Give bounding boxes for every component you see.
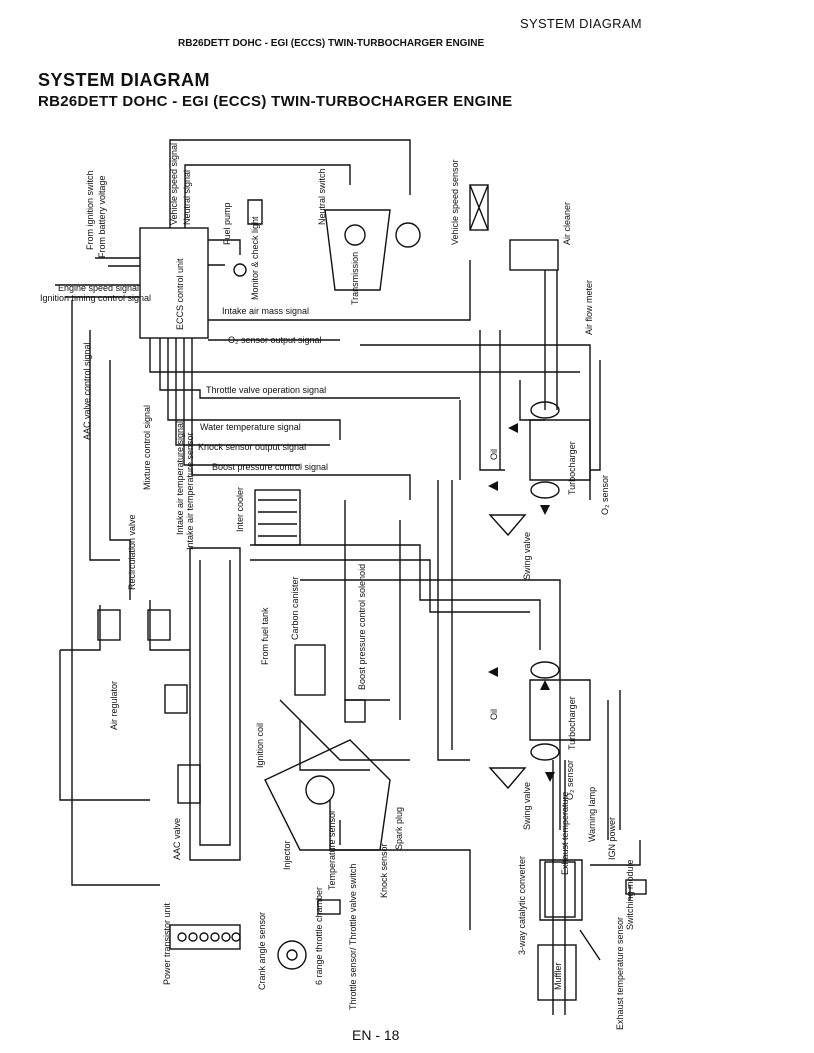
catalytic-converter-box — [544, 861, 576, 918]
label-vehicle-speed-sensor: Vehicle speed sensor — [450, 159, 460, 245]
label-intake-air-temperature-signal: Intake air temperature signal — [175, 421, 185, 535]
muffler-box — [537, 944, 577, 1001]
label-ignition-coil: Ignition coil — [255, 723, 265, 768]
label-engine-speed-signal: Engine speed signal — [58, 283, 139, 293]
label-inter-cooler: Inter cooler — [235, 487, 245, 532]
label-boost-pressure-control-signal: Boost pressure control signal — [212, 462, 328, 472]
recirculation-valve-right — [147, 609, 171, 641]
label-warning-lamp: Warning lamp — [587, 787, 597, 842]
label-muffler: Muffler — [553, 963, 563, 990]
label-neutral-signal: Neutral signal — [182, 170, 192, 225]
label-from-ignition-switch: From ignition switch — [85, 170, 95, 250]
switching-module-box — [625, 879, 647, 895]
throttle-chamber-symbol — [317, 899, 341, 915]
label-spark-plug: Spark plug — [394, 807, 404, 850]
label-exhaust-temperature: Exhaust temperature — [560, 791, 570, 875]
label-transmission: Transmission — [350, 252, 360, 305]
neutral-switch-symbol — [344, 224, 366, 246]
label-aac-valve: AAC valve — [172, 818, 182, 860]
label-aac-valve-control-signal: AAC valve control signal — [82, 342, 92, 440]
label-vehicle-speed-signal: Vehicle speed signal — [169, 143, 179, 225]
eccs-control-unit-box — [139, 227, 209, 339]
page-subtitle: RB26DETT DOHC - EGI (ECCS) TWIN-TURBOCHA… — [178, 38, 485, 49]
components — [97, 184, 647, 1001]
crank-angle-sensor-symbol — [277, 940, 307, 970]
label-air-regulator: Air regulator — [109, 681, 119, 730]
label-intake-air-temperature-sensor: Intake air temperature sensor — [185, 432, 195, 550]
flow-arrows — [488, 423, 555, 782]
engine-block-shape — [264, 739, 391, 851]
label-recirculation-valve: Recirculation valve — [127, 514, 137, 590]
label-swing-valve-lower: Swing valve — [522, 782, 532, 830]
recirculation-valve-left — [97, 609, 121, 641]
label-ignition-timing-control-signal: Ignition timing control signal — [40, 293, 151, 303]
label-mixture-control-signal: Mixture control signal — [142, 405, 152, 490]
air-flow-meter-box — [509, 239, 559, 271]
label-carbon-canister: Carbon canister — [290, 576, 300, 640]
boost-solenoid-symbol — [344, 699, 366, 723]
label-from-battery-voltage: From battery voltage — [97, 175, 107, 258]
label-swing-valve-upper: Swing valve — [522, 532, 532, 580]
label-throttle-valve-operation-signal: Throttle valve operation signal — [206, 385, 326, 395]
label-knock-sensor-output-signal: Knock sensor output signal — [198, 442, 306, 452]
label-turbocharger-lower: Turbocharger — [567, 696, 577, 750]
section-header: SYSTEM DIAGRAM — [520, 16, 642, 31]
label-ign-power: IGN power — [607, 817, 617, 860]
page-number: EN - 18 — [352, 1027, 400, 1043]
label-power-transistor-unit: Power transistor unit — [162, 902, 172, 985]
upper-swing-valve — [488, 514, 527, 537]
label-o2-sensor-output-signal: O₂ sensor output signal — [228, 335, 322, 345]
monitor-lamp-symbol — [233, 263, 247, 277]
label-throttle-sensor-switch: Throttle sensor/ Throttle valve switch — [348, 864, 358, 1010]
label-air-flow-meter: Air flow meter — [584, 280, 594, 335]
label-water-temperature-signal: Water temperature signal — [200, 422, 301, 432]
label-switching-module: Switching module — [625, 859, 635, 930]
diagram-labels: From ignition switch From battery voltag… — [40, 143, 635, 1030]
lower-swing-valve — [488, 767, 527, 790]
label-exhaust-temperature-sensor: Exhaust temperature sensor — [615, 917, 625, 1030]
label-turbocharger-upper: Turbocharger — [567, 441, 577, 495]
label-boost-pressure-control-solenoid: Boost pressure control solenoid — [357, 564, 367, 690]
label-neutral-switch: Neutral switch — [317, 168, 327, 225]
air-cleaner-box — [469, 184, 489, 231]
label-knock-sensor: Knock sensor — [379, 843, 389, 898]
label-3-way-catalytic-converter: 3-way catalytic converter — [517, 856, 527, 955]
label-oil-lower: Oil — [489, 709, 499, 720]
label-crank-angle-sensor: Crank angle sensor — [257, 912, 267, 990]
piston-symbol — [305, 775, 335, 805]
engine-title: RB26DETT DOHC - EGI (ECCS) TWIN-TURBOCHA… — [38, 93, 513, 110]
page-title: SYSTEM DIAGRAM — [38, 70, 211, 90]
label-temperature-sensor: Temperature sensor — [327, 810, 337, 890]
transmission-shape — [324, 209, 391, 291]
label-oil-upper: Oil — [489, 449, 499, 460]
upper-turbocharger-housing — [529, 419, 591, 481]
label-6-range-throttle-chamber: 6 range throttle chamber — [314, 887, 324, 985]
label-fuel-pump: Fuel pump — [222, 202, 232, 245]
label-monitor-check-light: Monitor & check light — [250, 216, 260, 300]
vehicle-speed-gauge — [395, 222, 421, 248]
label-air-cleaner: Air cleaner — [562, 202, 572, 245]
label-o2-sensor-upper: O₂ sensor — [600, 475, 610, 515]
fuel-pump-symbol — [247, 199, 263, 225]
air-regulator-symbol — [164, 684, 188, 714]
label-eccs-control-unit: ECCS control unit — [175, 258, 185, 330]
label-o2-sensor-lower: O₂ sensor — [565, 760, 575, 800]
carbon-canister-box — [294, 644, 326, 696]
intercooler-box — [254, 489, 301, 546]
lower-turbocharger-housing — [529, 679, 591, 741]
label-from-fuel-tank: From fuel tank — [260, 607, 270, 665]
label-injector: Injector — [282, 840, 292, 870]
aac-valve-symbol — [177, 764, 201, 804]
label-intake-air-mass-signal: Intake air mass signal — [222, 306, 309, 316]
